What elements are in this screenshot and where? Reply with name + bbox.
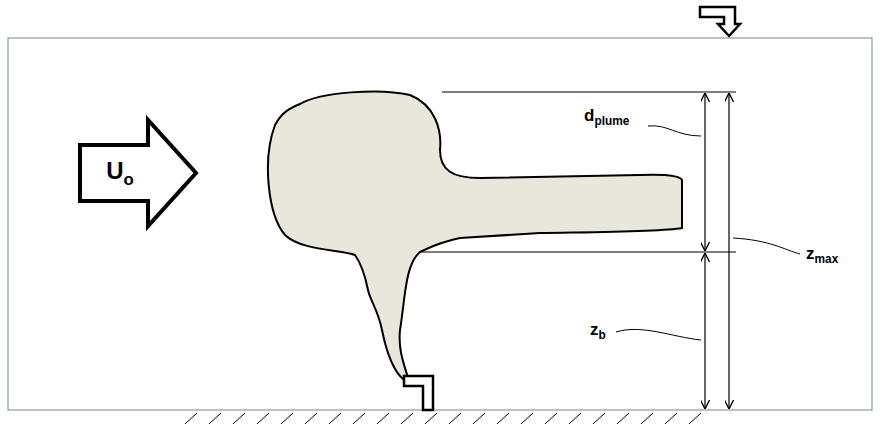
hatch-stroke [641,413,653,424]
hatch-stroke [209,413,221,424]
hatch-stroke [689,413,701,424]
hatch-stroke [305,413,317,424]
ground-hatching [185,413,701,424]
leader-line [733,238,800,254]
dimension-line [704,93,705,251]
hatch-stroke [473,413,485,424]
dimension-line [728,93,729,409]
extension-line [442,92,736,93]
section-mark [700,7,740,36]
flow-arrow: Uo [78,118,198,228]
hatch-stroke [233,413,245,424]
hatch-stroke [569,413,581,424]
hatch-stroke [377,413,389,424]
dimension-line [704,253,705,409]
hatch-stroke [185,413,197,424]
hatch-stroke [665,413,677,424]
leader-line [648,126,701,136]
hatch-stroke [257,413,269,424]
hatch-stroke [617,413,629,424]
hatch-stroke [497,413,509,424]
block-arrow-outline [80,120,196,226]
hatch-stroke [449,413,461,424]
block-arrow [78,118,198,228]
hatch-stroke [353,413,365,424]
dimension-label: zb [590,320,606,343]
hatch-stroke [401,413,413,424]
velocity-label: Uo [106,157,134,190]
extension-line [422,252,736,253]
hatch-stroke [425,413,437,424]
dimension-label: zmax [806,244,838,267]
outlet-pipe [404,376,433,410]
leader-line [616,329,701,340]
hatch-stroke [329,413,341,424]
dimension-label: dplume [584,106,629,129]
hatch-stroke [281,413,293,424]
hatch-stroke [545,413,557,424]
channel-boundary [8,38,872,410]
hatch-stroke [521,413,533,424]
plume-shape [268,92,682,380]
hatch-stroke [593,413,605,424]
